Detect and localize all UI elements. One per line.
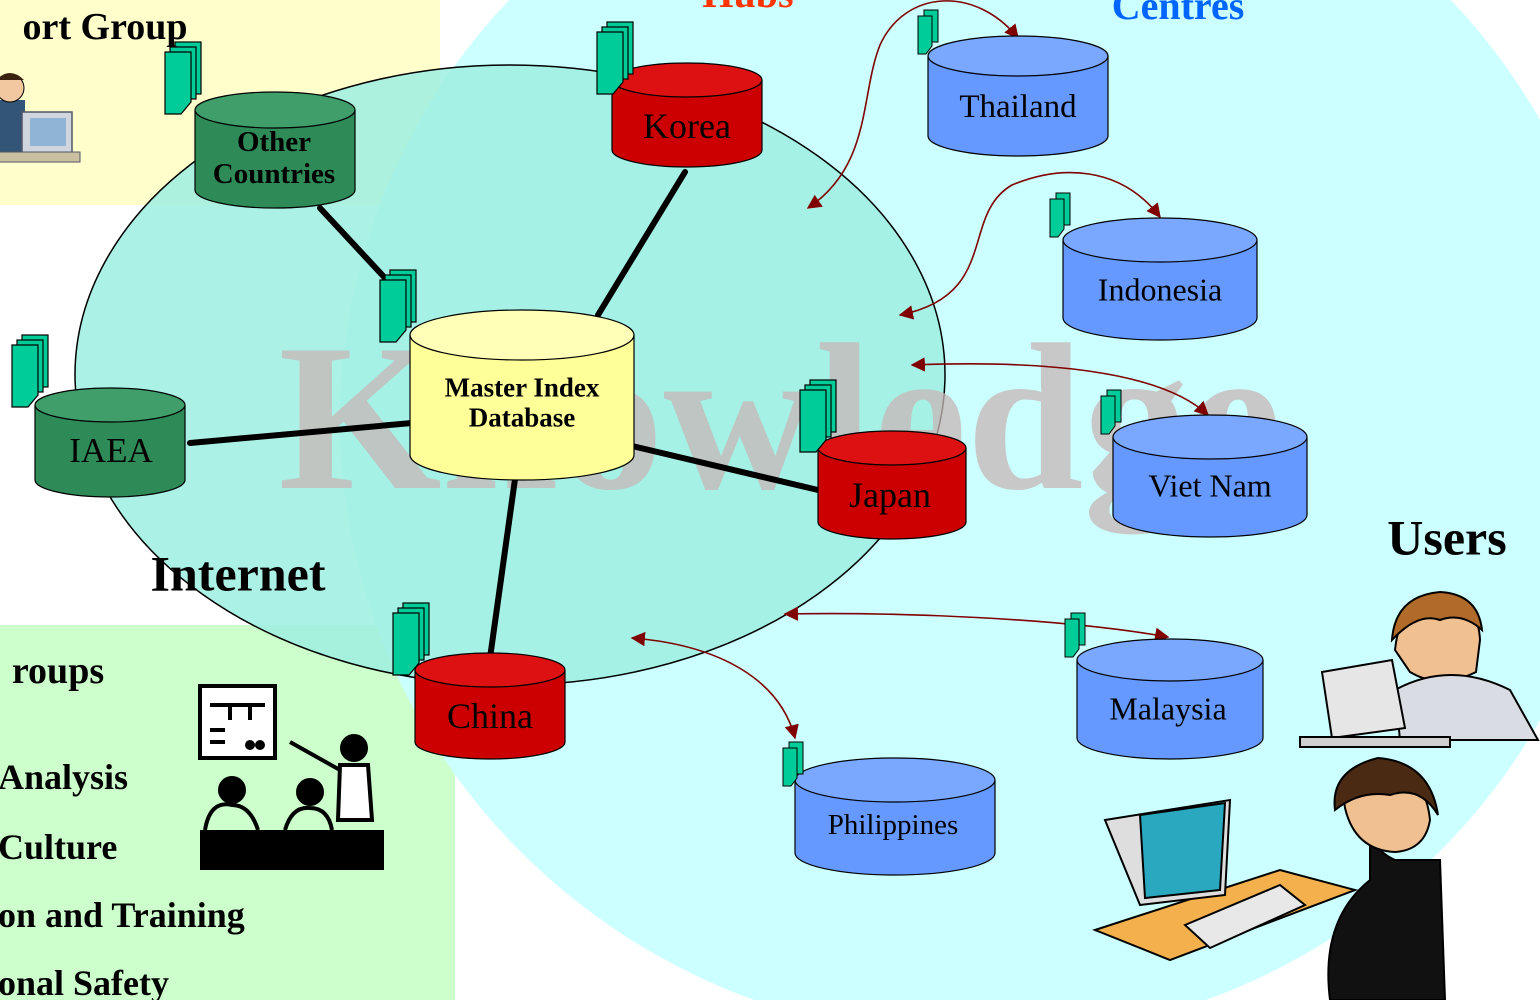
indonesia-label: Indonesia [1097, 271, 1223, 308]
centres-heading: Centres [1111, 0, 1245, 28]
malaysia-label: Malaysia [1109, 690, 1227, 727]
philippines-label: Philippines [827, 809, 959, 842]
arrow-philippines [630, 631, 799, 740]
malaysia-centre-database [1076, 638, 1264, 760]
master-index-label: Master Index Database [444, 372, 600, 432]
document-stack-icon [11, 334, 49, 408]
users-heading: Users [1387, 509, 1507, 566]
thailand-label: Thailand [959, 88, 1077, 125]
japan-label: Japan [849, 475, 931, 516]
groups-item: Culture [0, 827, 118, 867]
groups-item: Analysis [0, 757, 129, 797]
link-master-korea [595, 169, 688, 318]
support-group-heading: ort Group [22, 6, 188, 49]
arrow-thailand [806, 0, 1019, 209]
groups-panel [0, 625, 455, 1000]
master-index-database [409, 309, 635, 481]
groups-heading: roups [11, 650, 105, 693]
china-hub-database [414, 652, 566, 760]
viet-nam-centre-database [1112, 414, 1308, 538]
korea-hub-database [611, 62, 763, 168]
groups-item: onal Safety [0, 963, 169, 1000]
japan-hub-database [817, 430, 967, 540]
arrow-viet-nam [910, 357, 1210, 416]
link-master-china [487, 469, 519, 661]
user-man-laptop-icon [1299, 590, 1540, 748]
link-master-japan [629, 443, 821, 493]
internet-label: Internet [150, 545, 326, 602]
viet-nam-label: Viet Nam [1148, 467, 1272, 504]
groups-item: on and Training [0, 895, 245, 935]
link-master-other [317, 205, 388, 281]
hubs-heading: Hubs [702, 0, 793, 16]
arrow-indonesia [898, 171, 1161, 320]
china-label: China [447, 696, 533, 737]
user-woman-computer-icon [1092, 756, 1447, 1000]
presentation-icon [198, 684, 384, 870]
indonesia-centre-database [1062, 217, 1258, 341]
thailand-centre-database [927, 35, 1109, 157]
iaea-database [34, 387, 186, 498]
korea-label: Korea [643, 106, 731, 147]
arrow-malaysia [783, 606, 1170, 642]
iaea-label: IAEA [69, 430, 153, 470]
other-countries-label: Other Countries [212, 126, 336, 190]
link-master-iaea [187, 420, 415, 446]
support-person-icon [0, 73, 81, 163]
other-countries-database [194, 91, 356, 209]
